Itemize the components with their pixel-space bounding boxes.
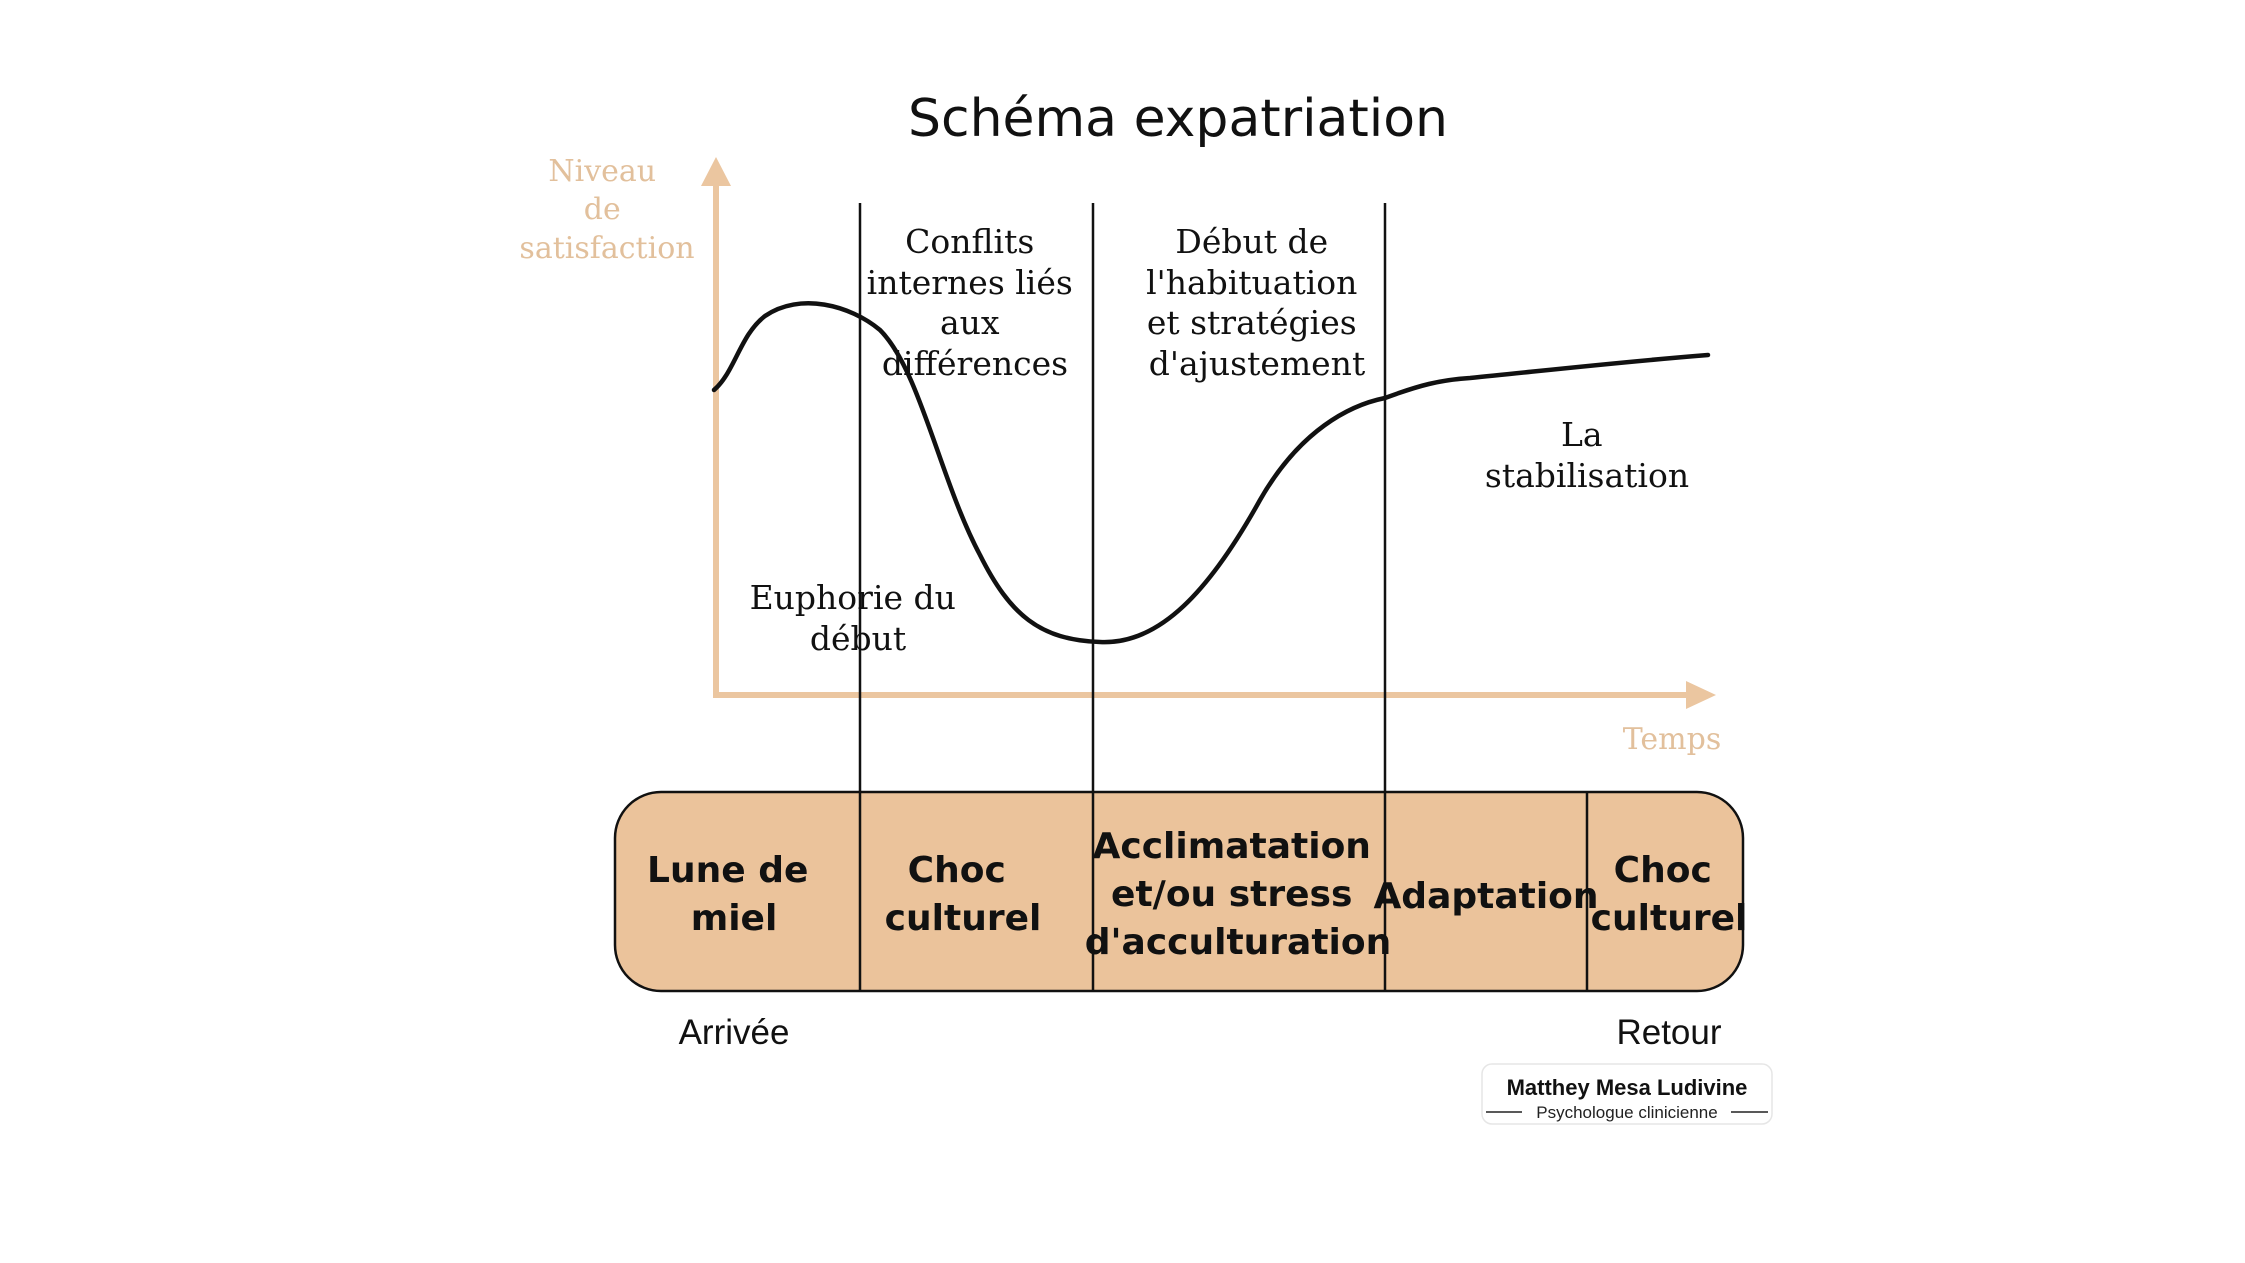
diagram-title: Schéma expatriation <box>908 89 1448 149</box>
y-axis-label: Niveau de satisfaction <box>519 154 694 266</box>
return-label: Retour <box>1616 1013 1721 1052</box>
signature-card <box>1481 1063 1773 1125</box>
phase-label-honeymoon: Lune de miel <box>647 850 821 939</box>
arrival-label: Arrivée <box>679 1013 790 1052</box>
signature-subtitle: Psychologue clinicienne <box>1536 1103 1717 1122</box>
annotation-habituation: Début de l'habituation et stratégies d'a… <box>1146 222 1368 383</box>
x-axis-label: Temps <box>1623 722 1721 757</box>
annotation-conflicts: Conflits internes liés aux différences <box>867 222 1084 383</box>
x-axis-arrow <box>1686 681 1716 709</box>
y-axis-arrow <box>701 157 731 186</box>
phase-band <box>613 790 1745 993</box>
phase-label-reverse-culture-shock: Choc culturel <box>1591 850 1748 939</box>
phase-label-culture-shock: Choc culturel <box>885 850 1042 939</box>
signature-name: Matthey Mesa Ludivine <box>1507 1075 1748 1100</box>
phase-label-acclimatation: Acclimatation et/ou stress d'acculturati… <box>1085 826 1392 963</box>
satisfaction-curve <box>711 301 1711 645</box>
annotation-stabilisation: La stabilisation <box>1485 415 1689 495</box>
annotation-euphoria: Euphorie du début <box>750 578 967 658</box>
phase-label-adaptation: Adaptation <box>1373 876 1598 917</box>
signature-block: Matthey Mesa Ludivine Psychologue clinic… <box>1481 1063 1773 1125</box>
